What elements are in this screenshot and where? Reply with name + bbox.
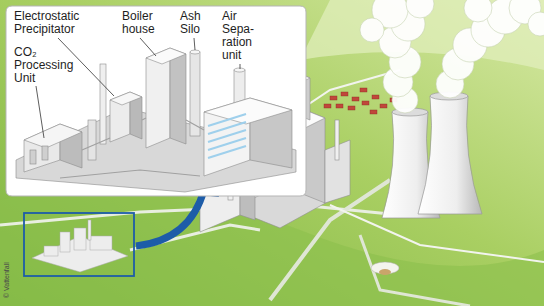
part-label: Air Sepa- ration unit — [222, 10, 264, 62]
watermark: © Vattenfall — [3, 262, 11, 298]
part-label: Electrostatic Precipitator — [14, 10, 106, 36]
part-label: Ash Silo — [180, 10, 210, 36]
part-label: Boiler house — [122, 10, 166, 36]
part-label: CO₂ Processing Unit — [14, 46, 80, 85]
